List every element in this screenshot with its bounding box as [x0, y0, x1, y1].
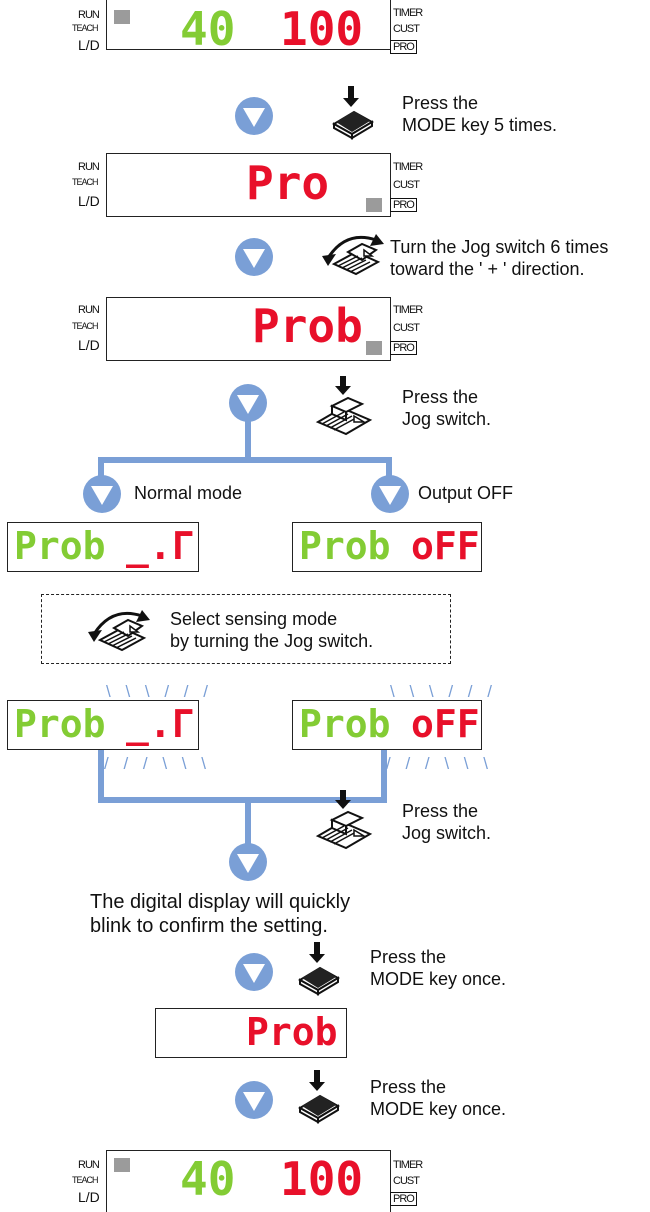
left-digits: 40 — [180, 1152, 236, 1206]
blink-rays-top: \ \ \ / / / — [390, 682, 497, 701]
select-text: Select sensing mode by turning the Jog s… — [170, 609, 374, 651]
prob-text: Prob — [246, 1010, 338, 1054]
label-pro: PRO — [390, 341, 417, 355]
step-text-5: Press the MODE key once. — [370, 947, 507, 989]
right-digits: 100 — [280, 1152, 364, 1206]
label-cust: CUST — [393, 1175, 420, 1187]
down-arrow-icon — [370, 474, 410, 514]
pro-indicator — [366, 341, 382, 355]
left-digits: 40 — [180, 2, 236, 56]
lcd-frame — [106, 1150, 391, 1212]
label-ld: L/D — [78, 37, 100, 53]
output-off-display: Prob oFF — [292, 522, 482, 572]
down-arrow-icon — [82, 474, 122, 514]
step-text-2: Turn the Jog switch 6 times toward the '… — [390, 237, 609, 279]
label-timer: TIMER — [393, 1159, 423, 1171]
label-teach: TEACH — [72, 321, 98, 331]
label-teach: TEACH — [72, 177, 98, 187]
normal-left: Prob — [14, 524, 106, 568]
label-timer: TIMER — [393, 7, 423, 19]
confirm-text: The digital display will quickly blink t… — [90, 891, 351, 937]
blink-rays-top: \ \ \ / / / — [106, 682, 213, 701]
right-digits: 100 — [280, 2, 364, 56]
label-ld: L/D — [78, 337, 100, 353]
down-arrow-icon — [228, 842, 268, 882]
step-text-6: Press the MODE key once. — [370, 1077, 507, 1119]
off-right: oFF — [411, 524, 480, 568]
mode-key-icon — [292, 1070, 342, 1125]
label-timer: TIMER — [393, 304, 423, 316]
blink-off-display: Prob oFF — [292, 700, 482, 750]
down-arrow-icon — [234, 1080, 274, 1120]
select-mode-box — [41, 594, 451, 664]
blink-normal-display: Prob _.Γ — [7, 700, 199, 750]
label-run: RUN — [78, 161, 100, 173]
label-cust: CUST — [393, 23, 420, 35]
jog-turn-icon — [86, 604, 156, 654]
normal-right: _.Γ — [126, 524, 195, 568]
run-indicator — [114, 10, 130, 24]
label-cust: CUST — [393, 322, 420, 334]
prob-text: Prob — [252, 299, 363, 353]
pro-indicator — [366, 198, 382, 212]
label-pro: PRO — [390, 198, 417, 212]
label-ld: L/D — [78, 193, 100, 209]
label-run: RUN — [78, 304, 100, 316]
label-ld: L/D — [78, 1189, 100, 1205]
prob-only-display: Prob — [155, 1008, 347, 1058]
blink-normal-left: Prob — [14, 702, 106, 746]
step-text-4: Press the Jog switch. — [402, 801, 492, 843]
jog-press-icon — [314, 790, 374, 850]
output-off-label: Output OFF — [418, 483, 514, 503]
lcd-frame — [106, 0, 391, 50]
lcd-frame — [106, 297, 391, 361]
normal-mode-display: Prob _.Γ — [7, 522, 199, 572]
normal-mode-label: Normal mode — [134, 483, 243, 503]
lcd-frame — [106, 153, 391, 217]
label-pro: PRO — [390, 40, 417, 54]
pro-text: Pro — [246, 156, 330, 210]
label-teach: TEACH — [72, 1175, 98, 1185]
label-timer: TIMER — [393, 161, 423, 173]
blink-off-right: oFF — [411, 702, 480, 746]
mode-key-icon — [292, 942, 342, 997]
run-indicator — [114, 1158, 130, 1172]
down-arrow-icon — [234, 952, 274, 992]
blink-off-left: Prob — [299, 702, 391, 746]
off-left: Prob — [299, 524, 391, 568]
label-run: RUN — [78, 1159, 100, 1171]
blink-normal-right: _.Γ — [126, 702, 195, 746]
blink-rays-bottom: / / / \ \ \ — [104, 754, 211, 773]
label-run: RUN — [78, 9, 100, 21]
step-text-1: Press the MODE key 5 times. — [402, 93, 558, 135]
label-pro: PRO — [390, 1192, 417, 1206]
blink-rays-bottom: / / / \ \ \ — [386, 754, 493, 773]
label-cust: CUST — [393, 179, 420, 191]
step-text-3: Press the Jog switch. — [402, 387, 492, 429]
label-teach: TEACH — [72, 23, 98, 33]
